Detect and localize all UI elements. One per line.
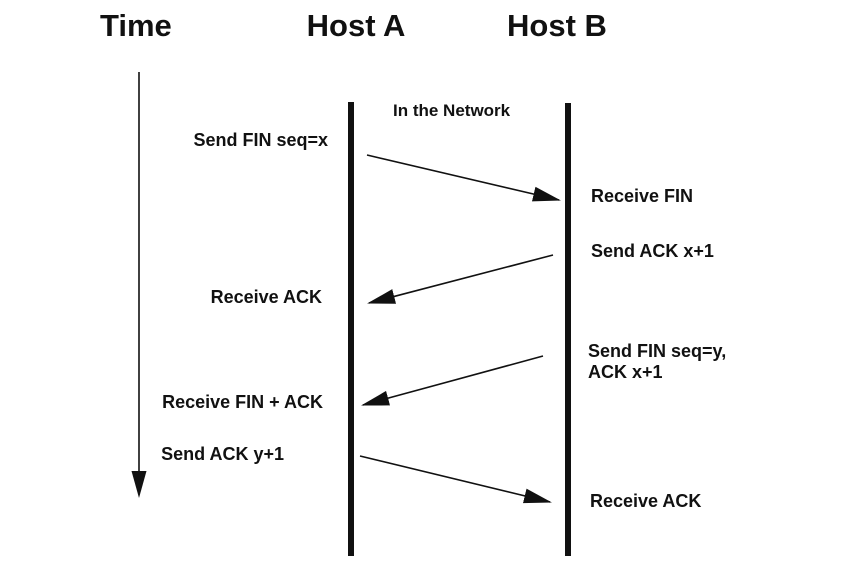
event-receive-fin-label: Receive FIN: [591, 186, 694, 206]
event-send-fin-label: Send FIN seq=x: [193, 130, 328, 150]
event-send-fin-y-label: Send FIN seq=y, ACK x+1: [588, 341, 726, 383]
message-arrow-fin-ack-b-to-a: [361, 355, 544, 406]
time-axis-down-arrow-icon: [131, 471, 147, 498]
message-arrow-ack-b-to-a: [367, 254, 554, 304]
network-region-label: In the Network: [393, 101, 511, 120]
host-a-lifeline: [348, 102, 354, 556]
event-send-ack-x-label: Send ACK x+1: [591, 241, 714, 261]
host-a-title: Host A: [306, 8, 406, 43]
event-receive-ack-a-label: Receive ACK: [210, 287, 322, 307]
host-b-title: Host B: [507, 8, 607, 43]
event-send-ack-y-label: Send ACK y+1: [161, 444, 284, 464]
message-arrow-ack-a-to-b: [359, 455, 552, 504]
event-receive-ack-b-label: Receive ACK: [590, 491, 702, 511]
time-axis-label: Time: [100, 8, 172, 43]
event-send-fin-y-line1: Send FIN seq=y,: [588, 341, 727, 361]
host-b-lifeline: [565, 103, 571, 556]
event-receive-fin-ack-label: Receive FIN + ACK: [162, 392, 323, 412]
message-arrow-fin-a-to-b: [366, 154, 561, 202]
event-send-fin-y-line2: ACK x+1: [588, 362, 663, 382]
